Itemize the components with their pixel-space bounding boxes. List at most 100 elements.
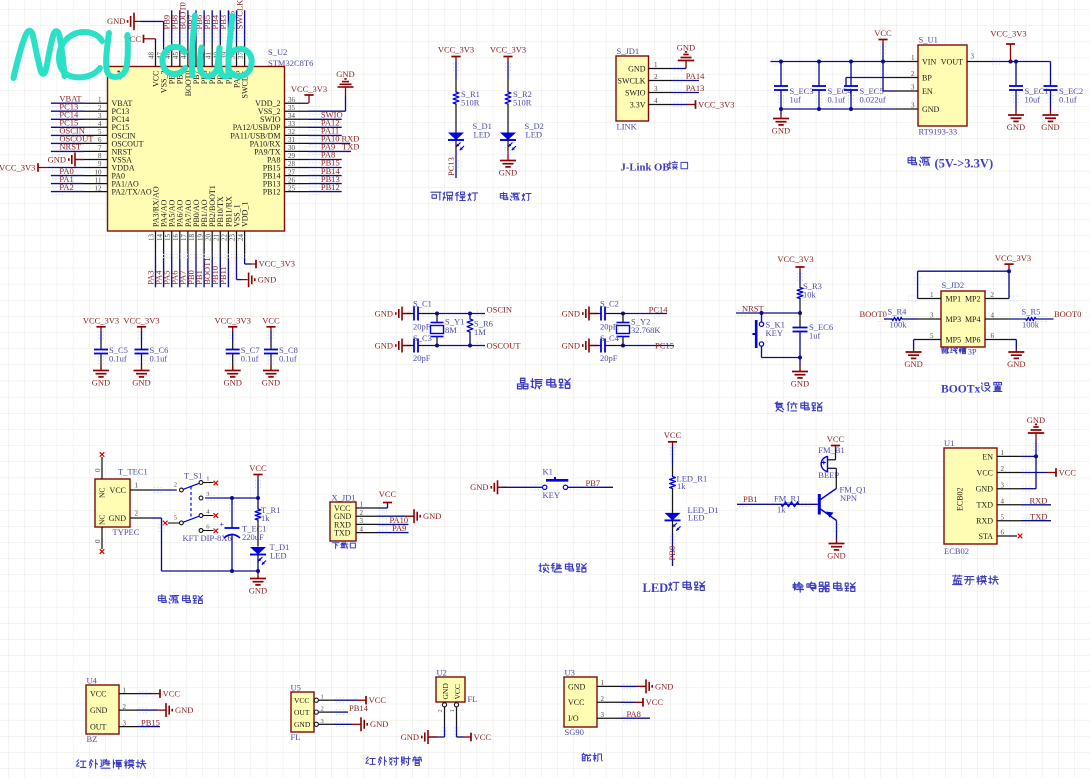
svg-text:PA5/AO: PA5/AO	[168, 200, 177, 227]
svg-text:VCC_3V3: VCC_3V3	[0, 162, 35, 172]
svg-text:0.1uf: 0.1uf	[150, 354, 168, 364]
svg-text:25: 25	[288, 184, 296, 192]
svg-text:3: 3	[206, 491, 209, 498]
svg-text:U1: U1	[944, 438, 954, 448]
svg-text:GND: GND	[677, 42, 695, 52]
svg-text:19: 19	[196, 234, 204, 242]
svg-text:5: 5	[174, 515, 177, 522]
svg-text:GND: GND	[655, 681, 673, 691]
svg-text:8M: 8M	[445, 325, 457, 335]
svg-text:VBAT: VBAT	[59, 93, 82, 103]
svg-text:GND: GND	[375, 308, 393, 318]
svg-text:PB14: PB14	[263, 172, 281, 181]
svg-text:U3: U3	[565, 668, 575, 678]
svg-text:18: 18	[188, 234, 196, 242]
svg-text:VCC_3V3: VCC_3V3	[990, 29, 1026, 39]
svg-text:GND: GND	[258, 274, 276, 284]
svg-text:S_JD2: S_JD2	[942, 280, 965, 290]
svg-text:6: 6	[98, 136, 102, 144]
svg-text:MP4: MP4	[965, 315, 981, 324]
svg-text:GND: GND	[48, 154, 66, 164]
svg-text:RXD: RXD	[342, 134, 360, 144]
svg-text:PC14: PC14	[649, 304, 669, 314]
svg-text:GND: GND	[562, 308, 580, 318]
svg-text:EN: EN	[982, 452, 993, 461]
svg-text:32: 32	[288, 128, 296, 136]
svg-text:2: 2	[123, 703, 127, 711]
svg-text:PA6/AO: PA6/AO	[176, 200, 185, 227]
svg-text:PC15: PC15	[655, 341, 674, 351]
svg-text:PA14: PA14	[686, 71, 705, 81]
svg-text:VCC: VCC	[1059, 467, 1077, 477]
svg-text:31: 31	[288, 136, 296, 144]
svg-text:VCC: VCC	[664, 430, 682, 440]
svg-text:PB11/RX: PB11/RX	[224, 196, 233, 227]
svg-text:K1: K1	[543, 466, 553, 476]
svg-text:26: 26	[288, 176, 296, 184]
svg-text:PB11: PB11	[218, 266, 228, 285]
svg-text:0: 0	[94, 539, 102, 543]
svg-text:S_EC3: S_EC3	[790, 86, 814, 96]
svg-text:J-Link OB: J-Link OB	[621, 162, 670, 174]
svg-text:TXD: TXD	[334, 529, 351, 538]
svg-text:GND: GND	[294, 720, 311, 729]
svg-text:PA3: PA3	[145, 270, 155, 284]
svg-text:TYPEC: TYPEC	[113, 527, 140, 537]
svg-text:STA: STA	[979, 532, 994, 541]
svg-text:S_C5: S_C5	[109, 345, 128, 355]
svg-text:FL: FL	[291, 732, 301, 742]
svg-text:20pF: 20pF	[600, 353, 618, 363]
svg-text:22: 22	[221, 234, 229, 242]
svg-text:(5V->3.3V): (5V->3.3V)	[932, 157, 993, 171]
svg-text:GND: GND	[827, 551, 845, 561]
svg-text:220uF: 220uF	[242, 532, 264, 542]
svg-text:29: 29	[288, 152, 296, 160]
svg-text:2: 2	[321, 706, 324, 713]
svg-text:27: 27	[288, 168, 296, 176]
svg-text:1: 1	[449, 709, 456, 712]
svg-text:PB2/BOOT1: PB2/BOOT1	[208, 185, 217, 227]
svg-text:2: 2	[135, 510, 139, 518]
svg-text:PA9: PA9	[321, 142, 335, 152]
svg-text:VCC_3V3: VCC_3V3	[123, 315, 159, 325]
svg-text:PB0: PB0	[667, 546, 677, 561]
svg-text:20: 20	[204, 234, 212, 242]
svg-text:GND: GND	[499, 168, 517, 178]
svg-text:VCC: VCC	[249, 463, 267, 473]
svg-text:PB1: PB1	[194, 270, 204, 285]
svg-text:33: 33	[288, 120, 296, 128]
svg-text:47: 47	[156, 52, 164, 60]
svg-text:T_D1: T_D1	[270, 542, 290, 552]
svg-text:0: 0	[94, 468, 102, 472]
svg-text:32.768K: 32.768K	[631, 325, 661, 335]
svg-text:RXD: RXD	[334, 520, 351, 529]
svg-text:VCC: VCC	[163, 689, 181, 699]
svg-text:RXD: RXD	[1030, 496, 1048, 506]
svg-text:X_JD1: X_JD1	[332, 493, 356, 503]
svg-text:NC: NC	[98, 488, 107, 498]
svg-text:2: 2	[98, 104, 102, 112]
svg-text:S_C2: S_C2	[600, 298, 619, 308]
svg-text:STM32C8T6: STM32C8T6	[268, 58, 313, 68]
svg-text:GND: GND	[1007, 122, 1025, 132]
svg-text:S_C7: S_C7	[241, 345, 260, 355]
svg-text:PA4: PA4	[153, 270, 163, 285]
svg-text:LED: LED	[474, 129, 491, 139]
svg-text:48: 48	[148, 52, 156, 60]
svg-text:VCC: VCC	[453, 684, 462, 699]
svg-text:GND: GND	[1041, 122, 1059, 132]
svg-text:4: 4	[206, 509, 210, 516]
svg-text:PB13: PB13	[263, 180, 281, 189]
svg-text:PC13: PC13	[59, 101, 78, 111]
svg-text:PB14: PB14	[349, 703, 369, 713]
svg-text:PB14: PB14	[321, 166, 341, 176]
svg-text:1: 1	[321, 694, 324, 701]
svg-text:PA2: PA2	[59, 182, 73, 192]
svg-text:U5: U5	[291, 683, 301, 693]
svg-text:1k: 1k	[261, 513, 270, 523]
svg-text:T_EC1: T_EC1	[242, 523, 267, 533]
svg-text:OSCIN: OSCIN	[487, 304, 513, 314]
svg-text:PA9: PA9	[392, 523, 406, 533]
svg-text:PA0: PA0	[112, 172, 126, 181]
svg-text:510R: 510R	[513, 97, 532, 107]
